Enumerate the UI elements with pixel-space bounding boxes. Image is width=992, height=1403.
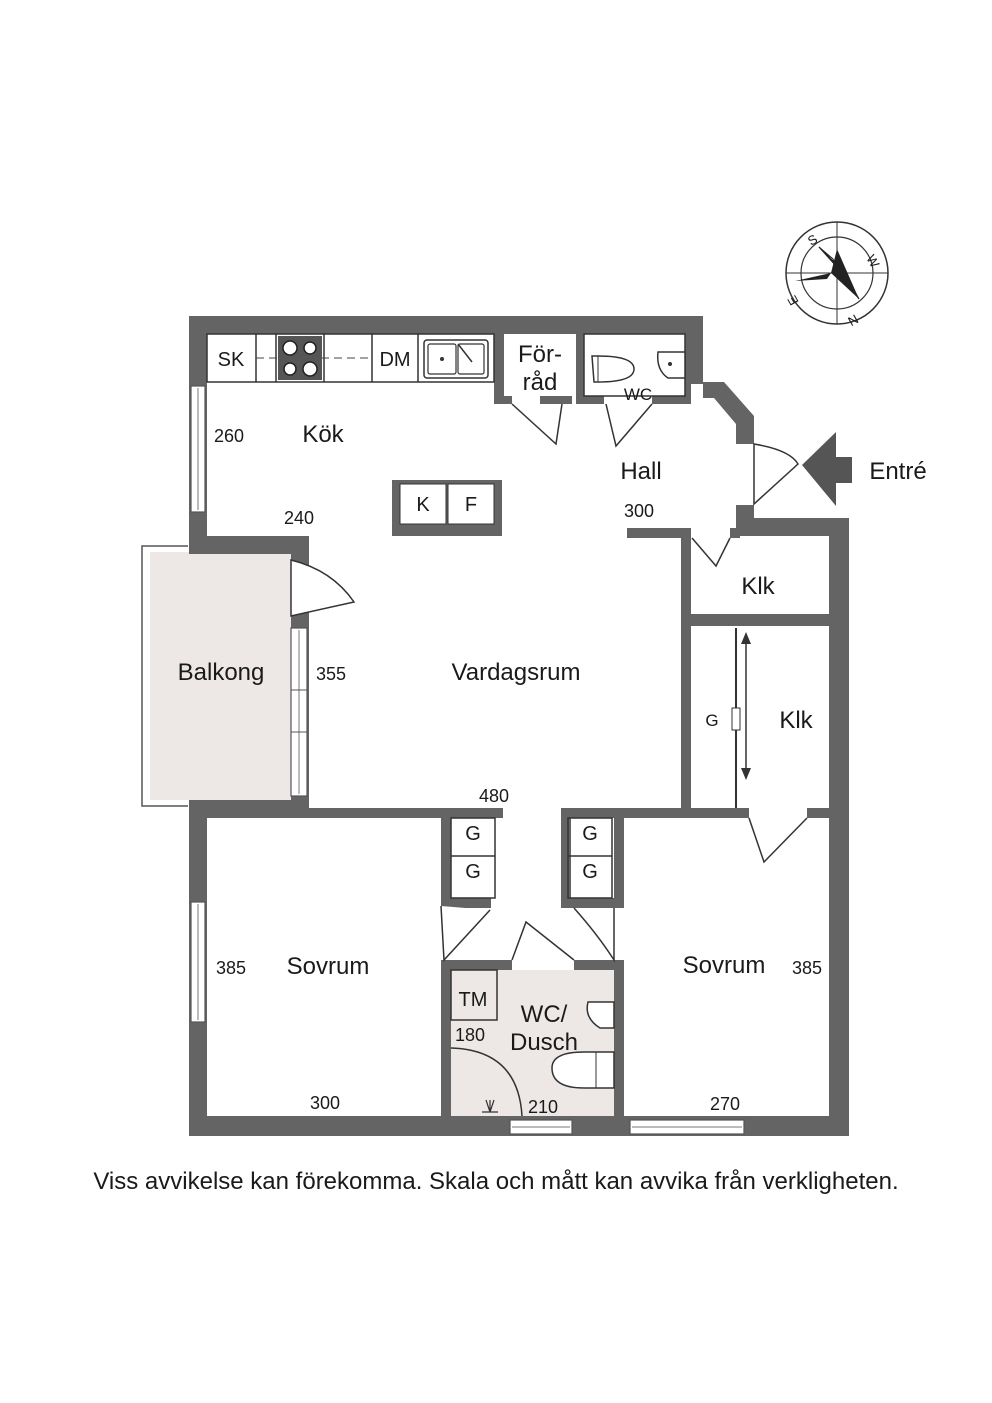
wardrobes — [450, 628, 751, 899]
room-label-balkong: Balkong — [178, 659, 265, 686]
bath-fixtures — [450, 969, 615, 1117]
room-label-klk-1: Klk — [741, 573, 775, 600]
doors — [290, 403, 808, 963]
kitchen-island — [392, 480, 502, 536]
windows — [190, 385, 745, 1135]
dim-vardagsrum-width: 480 — [479, 786, 509, 806]
disclaimer-text: Viss avvikelse kan förekomma. Skala och … — [93, 1168, 899, 1195]
room-label-kok: Kök — [302, 421, 344, 448]
room-label-wcdusch-2: Dusch — [510, 1029, 578, 1056]
balcony-railing — [141, 545, 188, 807]
room-label-wcdusch-1: WC/ — [521, 1001, 568, 1028]
fixture-label-dm: DM — [379, 349, 410, 371]
fixture-label-g2: G — [465, 861, 481, 883]
dim-sovrum2-width: 270 — [710, 1094, 740, 1114]
dim-sovrum1-width: 300 — [310, 1093, 340, 1113]
wc-fixtures — [583, 333, 686, 397]
fixture-label-k: K — [416, 494, 430, 516]
room-labels: Kök Hall Vardagsrum Balkong Klk Klk Sovr… — [178, 341, 927, 1056]
dim-sovrum2-depth: 385 — [792, 958, 822, 978]
room-label-forrad-1: För- — [518, 341, 562, 368]
dim-kok-width: 240 — [284, 508, 314, 528]
balcony-floor — [150, 552, 292, 800]
fixture-label-g1: G — [465, 823, 481, 845]
room-label-sovrum-2: Sovrum — [683, 952, 766, 979]
room-label-vardagsrum: Vardagsrum — [452, 659, 581, 686]
fixture-label-g4: G — [582, 861, 598, 883]
dim-bath-depth: 180 — [455, 1025, 485, 1045]
room-label-hall: Hall — [620, 458, 661, 485]
dim-hall-width: 300 — [624, 501, 654, 521]
dim-kok-depth: 260 — [214, 426, 244, 446]
compass-icon — [785, 221, 889, 325]
fixture-label-tm: TM — [459, 989, 488, 1011]
dim-vardagsrum-depth: 355 — [316, 664, 346, 684]
fixture-label-sk: SK — [218, 349, 245, 371]
fixture-label-f: F — [465, 494, 477, 516]
fixture-label-g3: G — [582, 823, 598, 845]
fixture-label-g-wardrobe: G — [705, 711, 718, 730]
dimension-labels: 260 240 300 355 480 385 300 385 270 180 … — [214, 426, 822, 1117]
interior-walls — [309, 334, 829, 1130]
entry-arrow-icon — [802, 432, 852, 506]
dim-bath-width: 210 — [528, 1097, 558, 1117]
kitchen-counter — [206, 333, 495, 383]
fixture-labels: SK DM K F TM G G G G G — [218, 349, 719, 1011]
wc-dusch-floor — [450, 970, 614, 1116]
room-label-entre: Entré — [869, 458, 926, 485]
room-label-sovrum-1: Sovrum — [287, 953, 370, 980]
room-label-forrad-2: råd — [523, 369, 558, 396]
room-label-wc: WC — [624, 385, 652, 404]
room-label-klk-2: Klk — [779, 707, 813, 734]
dim-sovrum1-depth: 385 — [216, 958, 246, 978]
